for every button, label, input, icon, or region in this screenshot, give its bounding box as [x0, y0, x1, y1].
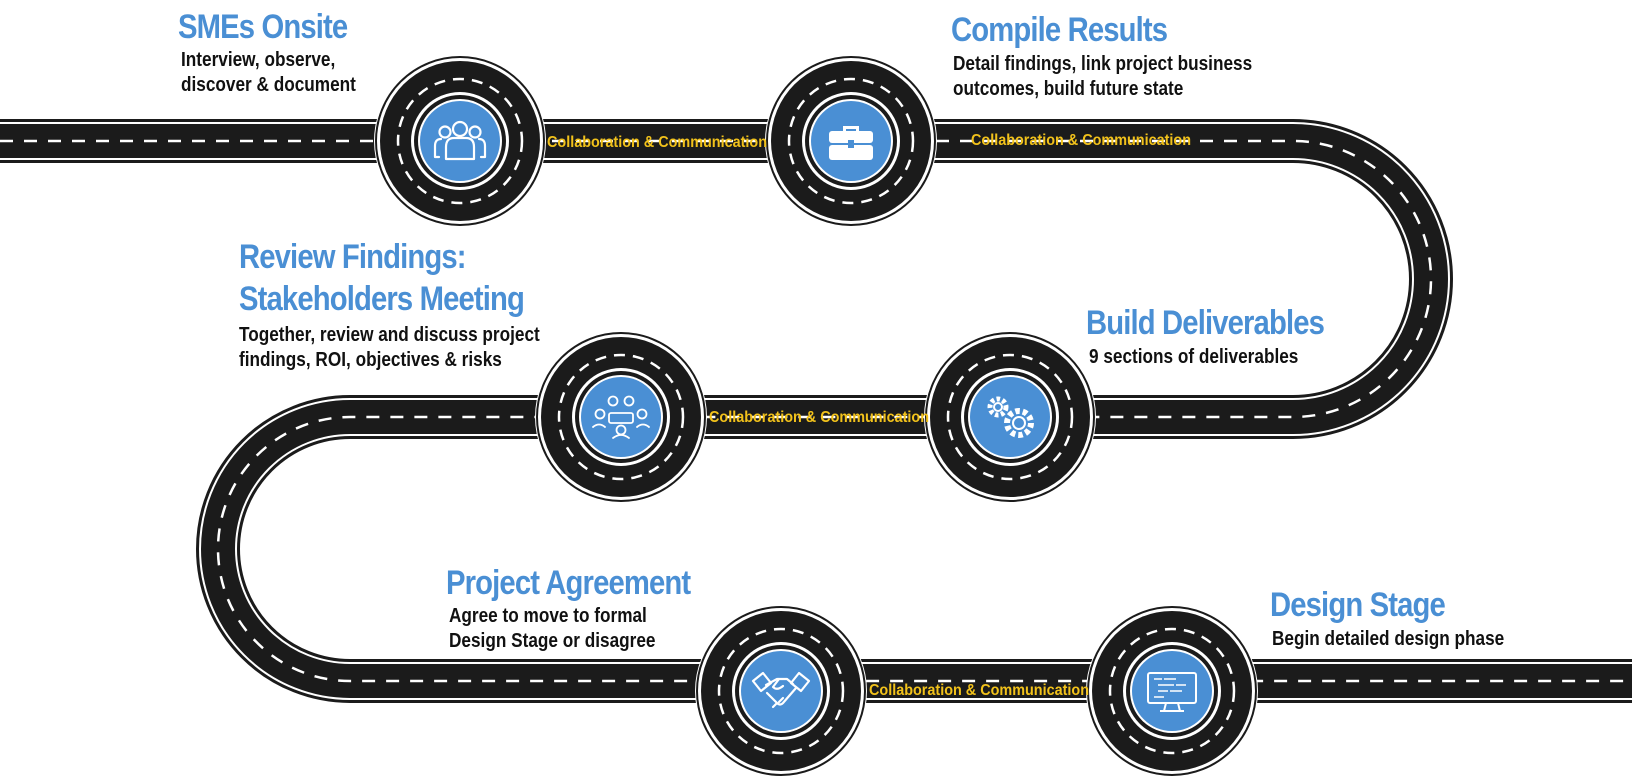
gears-icon: [987, 396, 1034, 438]
roundabout-review: [535, 331, 707, 503]
stage-title-compile: Compile Results: [951, 11, 1168, 49]
stage-title-agreement: Project Agreement: [446, 564, 691, 602]
stage-title-review-line1: Review Findings:: [239, 238, 467, 276]
road-center-dashes: [0, 139, 1632, 683]
meeting-table-icon: [592, 395, 650, 439]
stage-desc-build: 9 sections of deliverables: [1089, 346, 1299, 368]
roundabout-compile: [765, 55, 937, 227]
stage-title-review-line2: Stakeholders Meeting: [239, 280, 525, 318]
stage-desc-review-line2: findings, ROI, objectives & risks: [239, 349, 502, 371]
stage-title-build: Build Deliverables: [1086, 304, 1325, 342]
stage-desc-review-line1: Together, review and discuss project: [239, 324, 540, 346]
roundabout-build: [924, 331, 1096, 503]
collab-label-4: Collaboration & Communication: [868, 682, 1090, 699]
roundabout-agreement: [695, 605, 867, 777]
monitor-code-icon: [1147, 672, 1197, 712]
roundabout-design: [1086, 605, 1258, 777]
roundabout-smes: [374, 55, 546, 227]
stage-desc-compile-line2: outcomes, build future state: [953, 78, 1184, 100]
badge-agreement: [741, 651, 821, 731]
stage-desc-agreement-line2: Design Stage or disagree: [449, 630, 656, 652]
collab-label-1: Collaboration & Communication: [546, 134, 768, 151]
stage-desc-smes-line1: Interview, observe,: [181, 49, 336, 71]
badge-review: [581, 377, 661, 457]
stage-desc-smes-line2: discover & document: [181, 74, 356, 96]
road-path: [0, 119, 1632, 703]
stage-desc-agreement-line1: Agree to move to formal: [449, 605, 647, 627]
people-group-icon: [433, 120, 487, 161]
stage-desc-design: Begin detailed design phase: [1272, 628, 1505, 650]
handshake-icon: [751, 671, 811, 709]
roundabouts: [374, 55, 1258, 777]
badge-smes: [420, 101, 500, 181]
briefcase-icon: [829, 126, 873, 160]
collab-label-3: Collaboration & Communication: [708, 409, 930, 426]
badge-build: [970, 377, 1050, 457]
collab-label-2: Collaboration & Communication: [970, 132, 1192, 149]
stage-title-smes: SMEs Onsite: [178, 8, 348, 46]
stage-title-design: Design Stage: [1270, 586, 1446, 624]
stage-desc-compile-line1: Detail findings, link project business: [953, 53, 1253, 75]
